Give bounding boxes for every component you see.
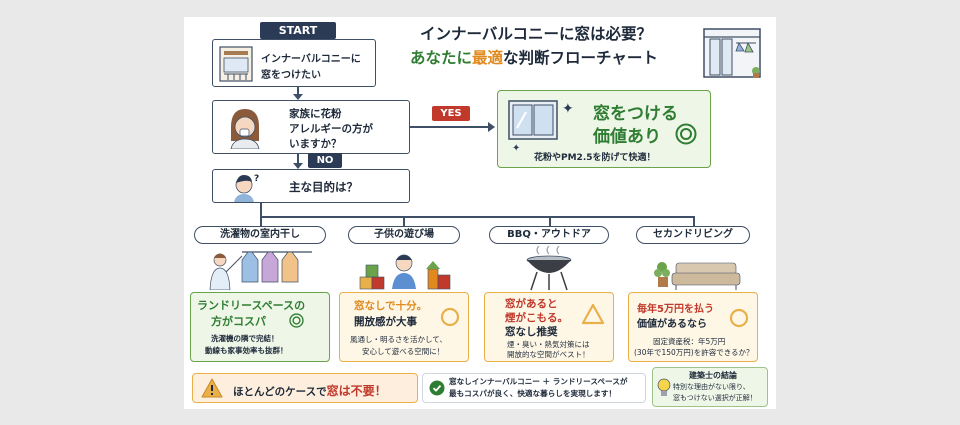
connector-branch-3 [549, 216, 551, 226]
footer-warning-text: ほとんどのケースで窓は不要！ [233, 380, 387, 399]
title-line2: あなたに最適な判断フローチャート [410, 46, 658, 68]
title-line2-c: な判断フローチャート [503, 49, 658, 67]
result-bbq-line1: 窓があると [505, 298, 558, 310]
q1-line3: いますか？ [289, 138, 342, 150]
footer-conclusion-box: 窓なしインナーバルコニー ＋ ランドリースペースが 最もコスパが良く、快適な暮ら… [422, 373, 646, 403]
laundry-illustration [209, 251, 312, 290]
start-text-line2: 窓をつけたい [261, 70, 321, 81]
result-bbq-line3: 窓なし推奨 [505, 326, 558, 338]
footer-warning-box: ほとんどのケースで窓は不要！ [192, 373, 418, 403]
q1-line2: アレルギーの方が [289, 123, 373, 135]
woman-sneezing-icon [230, 109, 260, 149]
connector-branch-2 [403, 216, 405, 226]
result-kids-sub2: 安心して遊べる空間に！ [362, 347, 445, 356]
yes-result-line2: 価値あり [593, 127, 661, 147]
result-kids-box: 窓なしで十分。 開放感が大事 風通し・明るさを活かして、 安心して遊べる空間に！ [339, 292, 469, 362]
start-box: インナーバルコニーに 窓をつけたい [212, 39, 376, 87]
connector-branch-1 [260, 216, 262, 226]
connector-start-q1 [297, 87, 299, 97]
warning-icon [201, 378, 223, 398]
start-text-line1: インナーバルコニーに [261, 54, 361, 65]
title-line2-a: あなたに [410, 49, 473, 67]
double-circle-icon [675, 123, 697, 145]
check-circle-icon [429, 380, 445, 396]
branch-label-kids: 子供の遊び場 [348, 226, 460, 244]
connector-branch-4 [693, 216, 695, 226]
footer-warning-a: ほとんどのケースで [233, 386, 327, 398]
branch-label-laundry: 洗濯物の室内干し [194, 226, 326, 244]
sparkle-icon-small: ✦ [512, 143, 521, 154]
q2-text: 主な目的は？ [289, 180, 358, 194]
title-line1: インナーバルコニーに窓は必要？ [420, 25, 653, 43]
result-bbq-box: 窓があると 煙がこもる。 窓なし推奨 煙・臭い・熱気対策には 開放的な空間がベス… [484, 292, 614, 362]
result-laundry-sub1: 洗濯機の隣で完結！ [211, 334, 279, 343]
footer-warning-b: 窓は不要！ [326, 384, 387, 398]
q1-line1: 家族に花粉 [289, 108, 342, 120]
result-living-line2: 価値があるなら [637, 319, 707, 330]
result-kids-sub1: 風通し・明るさを活かして、 [350, 335, 447, 344]
circle-icon [729, 308, 749, 328]
branch-label-bbq: BBQ・アウトドア [489, 226, 609, 244]
footer-expert-box: 建築士の結論 特別な理由がない限り、 窓もつけない選択が正解！ [652, 367, 768, 407]
title-line2-b: 最適 [472, 49, 504, 67]
closet-illustration [703, 28, 761, 78]
yes-label: YES [432, 106, 470, 121]
connector-q2-trunk [260, 203, 262, 216]
connector-no [297, 154, 299, 166]
connector-yes [410, 126, 490, 128]
arrow-down-icon [293, 94, 303, 100]
yes-result-box: ✦ ✦ 窓をつける 価値あり 花粉やPM2.5を防げて快適！ [497, 90, 711, 168]
result-laundry-box: ランドリースペースの 方がコスパ 洗濯機の隣で完結！ 動線も家事効率も抜群！ [190, 292, 330, 362]
result-bbq-sub2: 開放的な空間がベスト！ [507, 350, 590, 359]
question-pollen-box: 家族に花粉 アレルギーの方が いますか？ [212, 100, 410, 154]
flowchart-card: インナーバルコニーに窓は必要？ あなたに最適な判断フローチャート START イ… [184, 17, 776, 409]
result-bbq-sub1: 煙・臭い・熱気対策には [507, 340, 590, 349]
yes-result-line1: 窓をつける [593, 104, 678, 124]
start-badge: START [260, 22, 336, 39]
result-living-sub2: (30年で150万円)を許容できるか？ [634, 348, 754, 357]
result-kids-line2: 開放感が大事 [354, 316, 417, 328]
result-laundry-sub2: 動線も家事効率も抜群！ [205, 346, 288, 355]
double-circle-icon [289, 313, 304, 328]
kids-play-illustration [359, 254, 451, 290]
bbq-grill-illustration [526, 246, 572, 291]
result-laundry-line1: ランドリースペースの [197, 299, 306, 312]
svg-text:?: ? [254, 174, 259, 184]
balcony-icon [219, 46, 253, 82]
footer-expert-title: 建築士の結論 [689, 371, 737, 380]
footer-expert-line2: 窓もつけない選択が正解！ [673, 394, 757, 402]
branch-label-living: セカンドリビング [636, 226, 750, 244]
lightbulb-icon [657, 378, 671, 396]
sparkle-icon: ✦ [562, 101, 574, 117]
triangle-icon [581, 303, 605, 325]
footer-expert-line1: 特別な理由がない限り、 [673, 383, 750, 391]
result-living-sub1: 固定資産税：年5万円 [653, 337, 726, 346]
man-thinking-icon: ? [234, 174, 259, 202]
footer-conclusion-line2: 最もコスパが良く、快適な暮らしを実現します！ [449, 389, 617, 398]
result-bbq-line2: 煙がこもる。 [505, 312, 568, 324]
circle-icon [440, 307, 460, 327]
sofa-illustration [654, 262, 741, 290]
no-label: NO [308, 153, 342, 168]
yes-result-sub: 花粉やPM2.5を防げて快適！ [534, 153, 656, 163]
question-purpose-box: ? 主な目的は？ [212, 169, 410, 203]
result-living-box: 毎年5万円を払う 価値があるなら 固定資産税：年5万円 (30年で150万円)を… [628, 292, 758, 362]
result-laundry-line2: 方がコスパ [211, 315, 266, 328]
arrow-right-icon [488, 122, 495, 132]
arrow-down-icon [293, 163, 303, 169]
window-icon [508, 100, 558, 140]
result-living-line1: 毎年5万円を払う [637, 304, 714, 315]
footer-conclusion-line1: 窓なしインナーバルコニー ＋ ランドリースペースが [449, 377, 628, 386]
connector-branch-bar [260, 216, 695, 218]
result-kids-line1: 窓なしで十分。 [354, 300, 428, 312]
